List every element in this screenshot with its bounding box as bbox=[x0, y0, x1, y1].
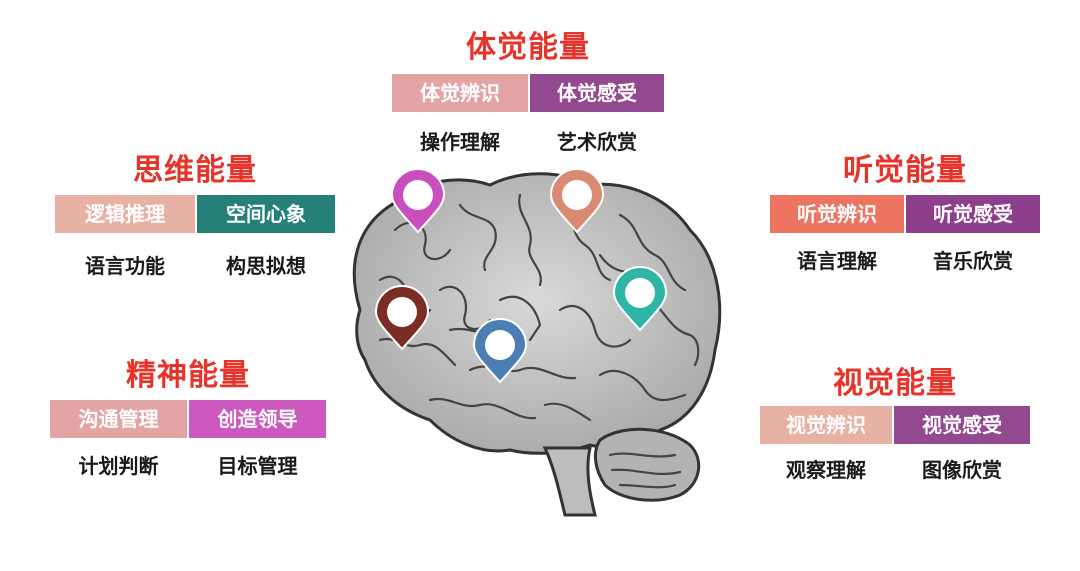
sub-left: 语言理解 bbox=[797, 249, 877, 273]
tag-left: 体觉辨识 bbox=[392, 74, 528, 112]
tag-left: 沟通管理 bbox=[50, 400, 187, 438]
sub-right: 目标管理 bbox=[217, 454, 298, 478]
group-thinking-energy: 思维能量 逻辑推理 空间心象 语言功能 构思拟想 bbox=[55, 145, 335, 285]
group-hearing-energy: 听觉能量 听觉辨识 听觉感受 语言理解 音乐欣赏 bbox=[770, 145, 1040, 285]
map-pin-icon bbox=[390, 168, 446, 234]
group-title: 视觉能量 bbox=[833, 366, 957, 401]
tag-left: 视觉辨识 bbox=[760, 406, 892, 444]
group-spirit-energy: 精神能量 沟通管理 创造领导 计划判断 目标管理 bbox=[50, 350, 326, 490]
tag-left: 逻辑推理 bbox=[55, 195, 195, 233]
sub-right: 图像欣赏 bbox=[922, 458, 1002, 482]
tag-right: 空间心象 bbox=[197, 195, 335, 233]
map-pin-icon bbox=[472, 318, 528, 384]
map-pin-icon bbox=[612, 266, 668, 332]
sub-right: 构思拟想 bbox=[226, 254, 306, 278]
tag-right: 体觉感受 bbox=[530, 74, 664, 112]
group-touch-energy: 体觉能量 体觉辨识 体觉感受 操作理解 艺术欣赏 bbox=[392, 22, 664, 162]
tag-right: 创造领导 bbox=[189, 400, 326, 438]
map-pin-icon bbox=[549, 168, 605, 234]
group-title: 听觉能量 bbox=[843, 153, 967, 188]
sub-left: 观察理解 bbox=[786, 458, 866, 482]
group-title: 精神能量 bbox=[126, 358, 250, 393]
sub-right: 艺术欣赏 bbox=[557, 130, 637, 154]
map-pin-icon bbox=[374, 285, 430, 351]
group-title: 思维能量 bbox=[133, 153, 257, 188]
group-vision-energy: 视觉能量 视觉辨识 视觉感受 观察理解 图像欣赏 bbox=[760, 358, 1030, 498]
tag-right: 听觉感受 bbox=[906, 195, 1040, 233]
tag-left: 听觉辨识 bbox=[770, 195, 904, 233]
tag-right: 视觉感受 bbox=[894, 406, 1030, 444]
sub-left: 操作理解 bbox=[420, 130, 500, 154]
group-title: 体觉能量 bbox=[466, 30, 590, 65]
sub-right: 音乐欣赏 bbox=[933, 249, 1013, 273]
sub-left: 计划判断 bbox=[78, 454, 159, 478]
sub-left: 语言功能 bbox=[85, 254, 165, 278]
